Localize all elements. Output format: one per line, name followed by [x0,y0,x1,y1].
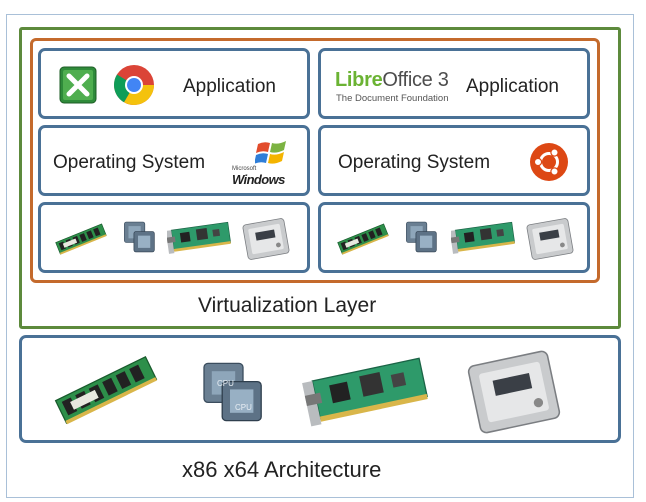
hard-drive-icon [526,217,574,261]
libreoffice-version: 3 [437,69,449,91]
network-card-icon [302,357,429,428]
vm-group [30,38,600,283]
ubuntu-logo [530,143,568,181]
ram-module-icon [55,223,107,255]
vm1-application-box: Application [38,48,310,119]
vm1-hardware-box [38,202,310,273]
vm1-os-box: Operating System Microsoft Windows [38,125,310,196]
excel-icon [59,66,97,104]
hard-drive-icon [242,217,290,261]
vm1-os-label: Operating System [53,152,206,173]
ram-module-icon [54,356,158,425]
libreoffice-tagline: The Document Foundation [336,93,449,104]
cpu-chip-label: CPU [217,379,234,388]
vm2-application-label: Application [466,76,559,97]
chrome-icon [114,65,154,105]
cpu-chip-icon [124,221,155,253]
windows-microsoft-text: Microsoft [232,166,257,172]
cpu-chip-icon [406,221,437,253]
virtualization-layer-label: Virtualization Layer [198,294,377,317]
cpu-chip-label: CPU [235,403,252,412]
vm1-application-label: Application [183,76,276,97]
hard-drive-icon [466,349,562,435]
cpu-chip-icon: CPU CPU [203,362,262,422]
virtualization-layer [19,27,621,329]
libreoffice-logo: LibreOffice 3 [335,69,449,92]
vm2-os-box: Operating System [318,125,590,196]
vm2-application-box: LibreOffice 3 The Document Foundation Ap… [318,48,590,119]
physical-hardware-box: CPU CPU [19,335,621,443]
network-card-icon [167,221,231,255]
architecture-label: x86 x64 Architecture [182,457,382,482]
libreoffice-brand-office: Office [382,69,433,91]
libreoffice-brand-libre: Libre [335,69,383,91]
vm2-os-label: Operating System [338,152,491,173]
ram-module-icon [337,223,389,255]
network-card-icon [451,221,515,255]
windows-text: Windows [232,172,285,187]
windows-logo [255,141,286,164]
vm2-hardware-box [318,202,590,273]
